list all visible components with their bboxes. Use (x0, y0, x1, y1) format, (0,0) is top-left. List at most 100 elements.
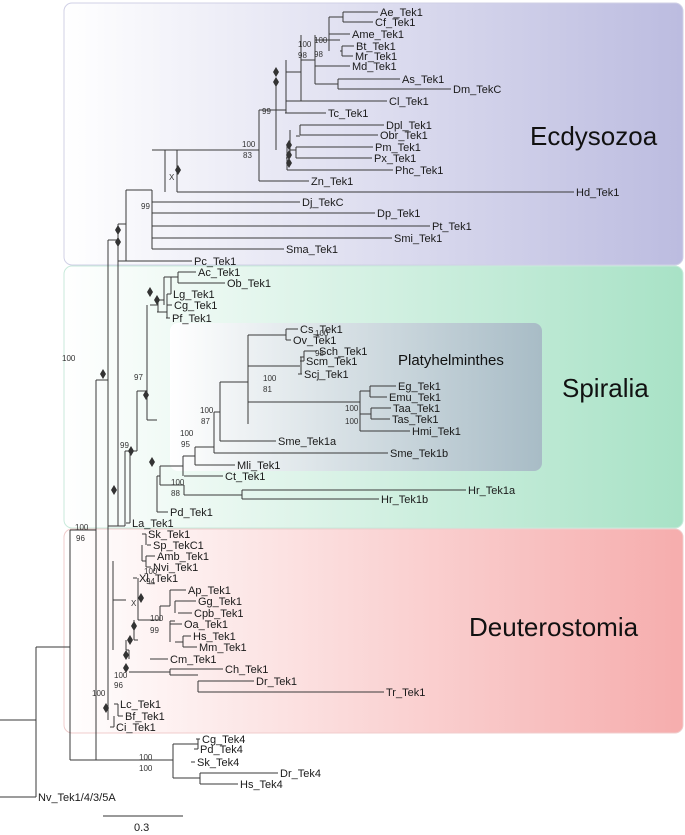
taxon-label: Ob_Tek1 (227, 278, 271, 290)
node-marker-diamond (149, 457, 155, 467)
node-marker-diamond (286, 140, 292, 150)
node-marker-diamond (123, 663, 129, 673)
taxon-label: Cg_Tek1 (174, 300, 217, 312)
support-value: 100 (180, 429, 194, 438)
support-value: 97 (134, 373, 143, 382)
node-marker-diamond (273, 67, 279, 77)
support-value: 100 (62, 354, 76, 363)
taxon-label: Sp_TekC1 (153, 540, 204, 552)
support-value: 100 (144, 567, 158, 576)
ecdysozoa-box (63, 2, 684, 266)
support-value: 81 (263, 385, 272, 394)
support-value: 83 (243, 151, 252, 160)
taxon-label: Taa_Tek1 (393, 403, 440, 415)
taxon-label: Sk_Tek4 (197, 757, 239, 769)
support-value: X (131, 599, 137, 608)
support-value: 100 (263, 374, 277, 383)
support-value: 100 (345, 404, 359, 413)
taxon-label: Pc_Tek1 (194, 256, 236, 268)
clade-label-deuterostomia: Deuterostomia (469, 612, 639, 642)
taxon-label: Pd_Tek4 (200, 744, 243, 756)
support-value: 95 (181, 440, 190, 449)
support-value: 100 (314, 36, 328, 45)
support-value: 100 (315, 329, 329, 338)
support-value: X (169, 173, 175, 182)
taxon-label: Cs_Tek1 (300, 324, 343, 336)
node-marker-diamond (115, 237, 121, 247)
support-value: 100 (150, 614, 164, 623)
taxon-label: Scm_Tek1 (306, 356, 357, 368)
taxon-label: Dr_Tek1 (256, 676, 297, 688)
taxon-label: Tr_Tek1 (386, 687, 425, 699)
taxon-label: Sme_Tek1b (390, 448, 448, 460)
support-value: 100 (139, 753, 153, 762)
taxon-label: Hr_Tek1a (468, 485, 516, 497)
node-marker-diamond (273, 77, 279, 87)
taxon-label: Nv_Tek1/4/3/5A (38, 792, 116, 804)
taxon-label: Dp_Tek1 (377, 208, 420, 220)
support-value: 94 (146, 577, 155, 586)
taxon-label: Pd_Tek1 (170, 507, 213, 519)
taxon-label: Ae_Tek1 (380, 7, 423, 19)
support-value: 98 (315, 349, 324, 358)
taxon-label: Sme_Tek1a (278, 436, 337, 448)
taxon-label: Tc_Tek1 (328, 108, 368, 120)
support-value: 100 (92, 689, 106, 698)
taxon-label: La_Tek1 (132, 518, 174, 530)
taxon-label: Dm_TekC (453, 84, 501, 96)
taxon-label: Obr_Tek1 (380, 130, 428, 142)
support-value: 96 (114, 681, 123, 690)
support-value: 96 (76, 534, 85, 543)
support-value: 100 (114, 671, 128, 680)
taxon-label: Lc_Tek1 (120, 699, 161, 711)
taxon-label: Hs_Tek1 (193, 631, 236, 643)
taxon-label: Ch_Tek1 (225, 664, 268, 676)
taxon-label: Ame_Tek1 (352, 29, 404, 41)
taxon-label: Dj_TekC (302, 197, 344, 209)
support-value: 100 (139, 764, 153, 773)
support-value: 88 (171, 489, 180, 498)
node-marker-diamond (100, 369, 106, 379)
support-value: 98 (314, 50, 323, 59)
taxon-label: Hr_Tek1b (381, 494, 428, 506)
node-marker-diamond (103, 703, 109, 713)
clade-label-platyhelminthes: Platyhelminthes (398, 352, 504, 369)
taxon-label: Tas_Tek1 (392, 414, 438, 426)
taxon-label: Zn_Tek1 (311, 176, 353, 188)
node-marker-diamond (286, 158, 292, 168)
node-marker-diamond (138, 593, 144, 603)
taxon-label: Pt_Tek1 (432, 221, 472, 233)
node-marker-diamond (154, 295, 160, 305)
taxon-label: Xl_Tek1 (139, 573, 178, 585)
taxon-label: Pm_Tek1 (375, 142, 421, 154)
taxon-label: Pf_Tek1 (172, 313, 212, 325)
taxon-label: Dr_Tek4 (280, 768, 321, 780)
node-marker-diamond (115, 225, 121, 235)
tree-branches (0, 11, 574, 798)
support-value: 100 (171, 478, 185, 487)
taxon-label: Lg_Tek1 (173, 289, 215, 301)
taxon-label: Bt_Tek1 (356, 41, 396, 53)
clade-label-spiralia: Spiralia (562, 373, 649, 403)
taxon-label: Bf_Tek1 (125, 711, 165, 723)
taxon-label: Dpl_Tek1 (386, 120, 432, 132)
taxon-labels: Ae_Tek1Cf_Tek1Ame_Tek1Bt_Tek1Mr_Tek1Md_T… (38, 7, 619, 804)
taxon-label: Sch_Tek1 (319, 346, 367, 358)
taxon-label: Ac_Tek1 (198, 267, 240, 279)
taxon-label: Ct_Tek1 (225, 471, 265, 483)
support-values: 10098100989910083X9910098100811001001008… (62, 36, 359, 773)
taxon-label: As_Tek1 (402, 74, 444, 86)
node-marker-diamond (127, 635, 133, 645)
node-marker-diamond (143, 390, 149, 400)
taxon-label: Md_Tek1 (352, 61, 397, 73)
taxon-label: Mr_Tek1 (355, 51, 397, 63)
node-markers (100, 67, 292, 713)
node-marker-diamond (131, 621, 137, 631)
taxon-label: Cf_Tek1 (375, 17, 415, 29)
taxon-label: Sma_Tek1 (286, 244, 338, 256)
taxon-label: Hs_Tek4 (240, 779, 283, 791)
support-value: 100 (242, 140, 256, 149)
support-value: 100 (345, 417, 359, 426)
taxon-label: Gg_Tek1 (198, 596, 242, 608)
